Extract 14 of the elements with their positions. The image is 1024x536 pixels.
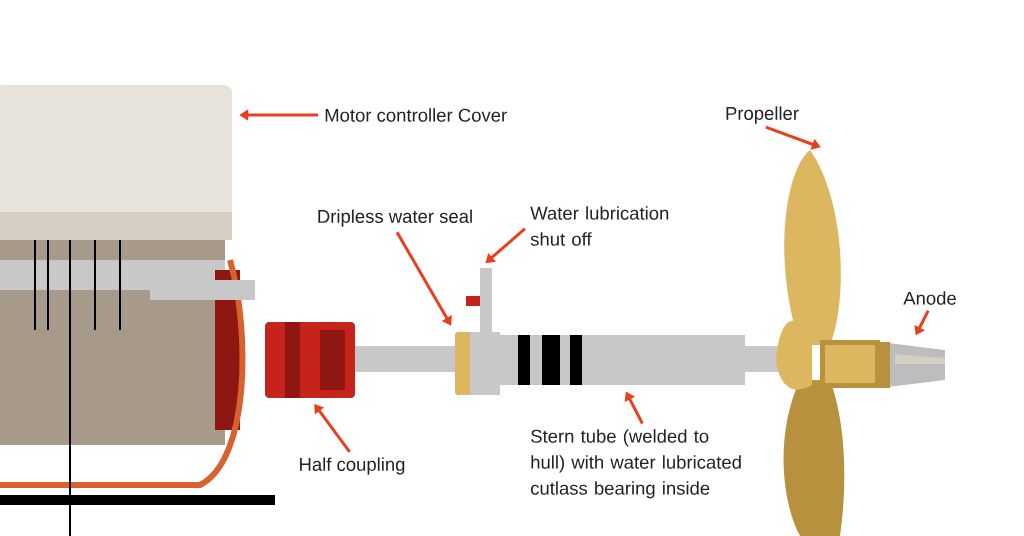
callout-label: Motor controller Cover	[325, 108, 507, 122]
arrow	[765, 125, 821, 150]
callout-label: Anode	[903, 291, 956, 305]
callout-label: Water lubrication shut off	[530, 206, 669, 246]
callout-label: Propeller	[726, 106, 799, 124]
shut-off-valve	[466, 268, 492, 332]
water-seal	[455, 332, 500, 395]
half-coupling	[265, 322, 355, 398]
propeller	[776, 150, 880, 536]
controller-cover	[0, 85, 232, 240]
callout-label: Dripless water seal	[318, 209, 472, 227]
anode	[880, 342, 945, 388]
callout-label: Stern tube (welded to hull) with water lubricated cutlass bearing inside	[531, 429, 741, 499]
callout-label: Half coupling	[300, 457, 405, 475]
